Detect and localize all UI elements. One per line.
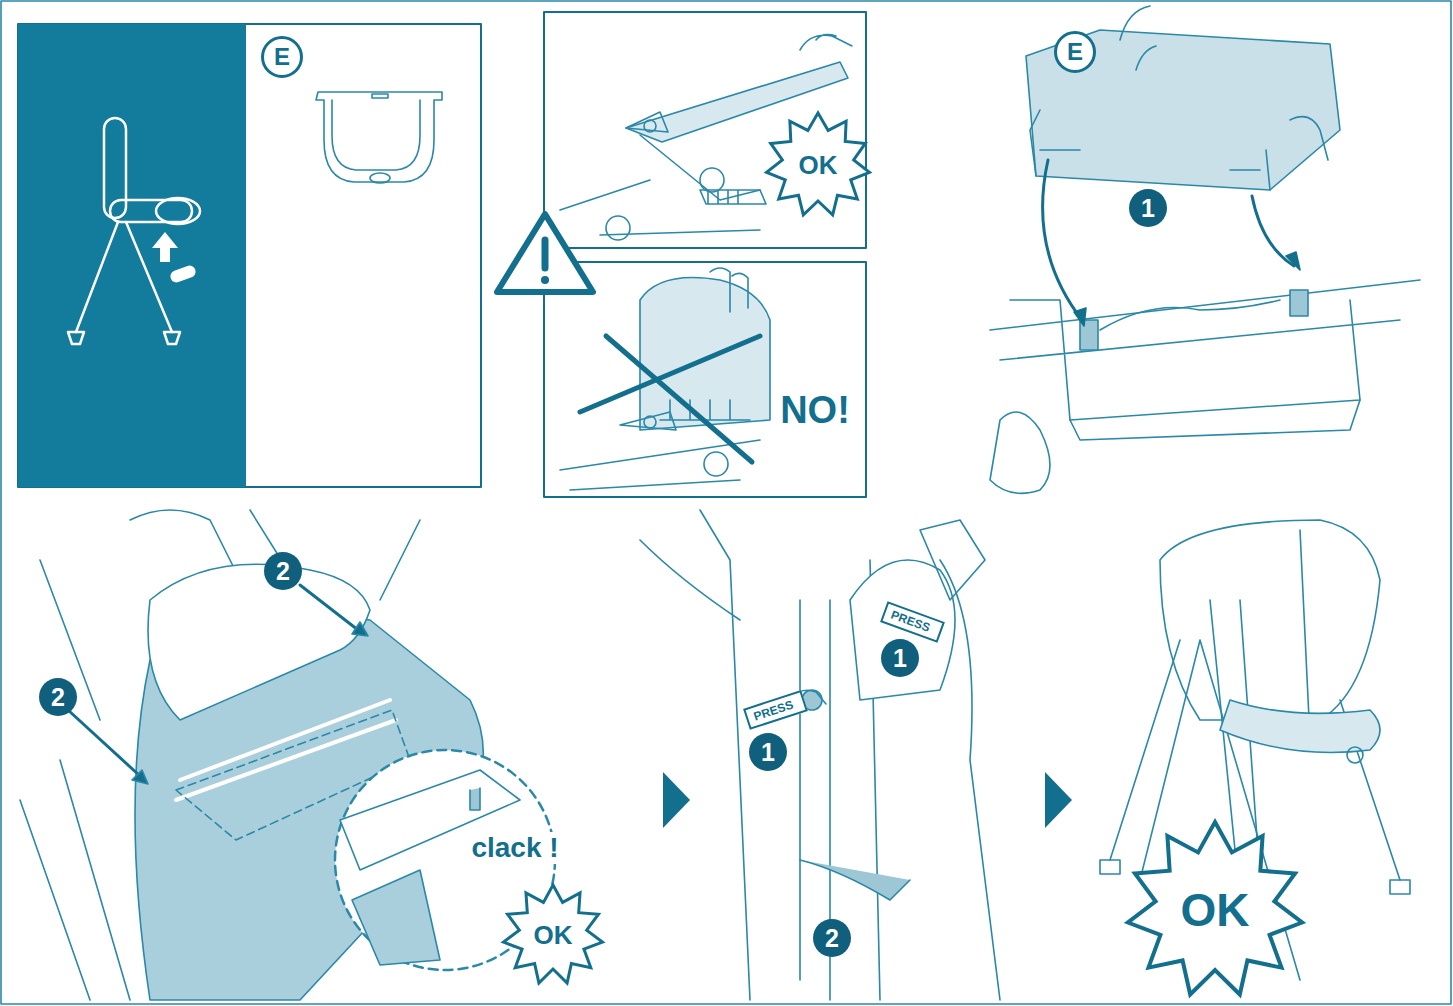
- callout-number: 2: [39, 678, 77, 716]
- ok-mark: OK: [1181, 887, 1250, 933]
- part-letter: E: [1054, 31, 1096, 73]
- chair-icon: [68, 118, 200, 344]
- arrow-head: [132, 770, 148, 784]
- tray-icon: [316, 92, 442, 183]
- sound-word: clack !: [467, 832, 562, 864]
- warning-triangle: [497, 214, 593, 292]
- callout-number: 2: [813, 919, 851, 957]
- callout-number: 2: [264, 552, 302, 590]
- push-arrow: [300, 585, 358, 630]
- part-letter: E: [261, 36, 303, 78]
- dark-panel: [18, 24, 246, 487]
- step-arrow: [1045, 772, 1072, 828]
- ok-mark: OK: [534, 922, 573, 948]
- step-arrow: [663, 772, 690, 828]
- ok-mark: OK: [799, 152, 838, 178]
- tray-lift-sketch: [990, 6, 1420, 493]
- panel: [544, 262, 866, 497]
- arrow-head: [352, 622, 368, 636]
- tray-wrong-sketch: [560, 268, 770, 490]
- arrow-head: [1286, 252, 1300, 270]
- warning-text: NO!: [780, 391, 850, 429]
- fold-sketch: [640, 510, 1000, 1000]
- up-arrow: [152, 232, 178, 262]
- warning-dot: [541, 276, 549, 284]
- callout-number: 1: [1129, 189, 1167, 227]
- push-arrow: [68, 710, 140, 776]
- callout-number: 1: [881, 639, 919, 677]
- warning-mark: [542, 240, 549, 268]
- move-arrow: [1043, 160, 1082, 320]
- press-label: PRESS: [743, 690, 808, 730]
- zoom-detail: [340, 770, 520, 965]
- pill: [169, 264, 198, 284]
- press-label: PRESS: [880, 601, 945, 642]
- arrow-head: [1074, 308, 1086, 326]
- callout-number: 1: [749, 733, 787, 771]
- starburst: [1128, 822, 1302, 994]
- starburst: [767, 113, 870, 215]
- panel: [18, 24, 481, 487]
- starburst: [504, 885, 603, 983]
